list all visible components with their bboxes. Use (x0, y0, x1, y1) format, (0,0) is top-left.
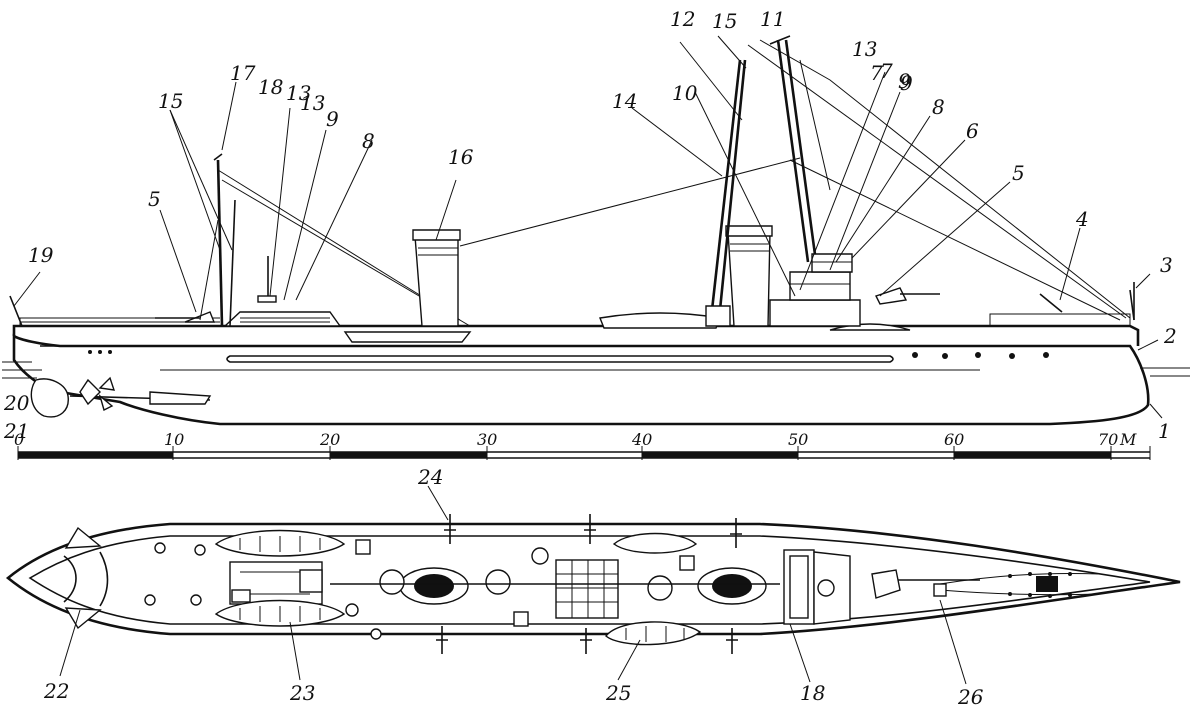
anchor-chains (933, 572, 1101, 598)
callout-23: 23 (289, 681, 315, 705)
side-profile: 1 2 3 4 5 6 7 8 9 10 11 12 13 13 14 15 1… (2, 7, 1190, 443)
callout-10: 10 (672, 81, 698, 105)
plan-davits (436, 514, 742, 654)
callout-9: 9 (898, 69, 911, 93)
scale-unit: M (1119, 430, 1137, 449)
callout-2: 2 (1163, 324, 1177, 348)
scale-tick-20: 20 (319, 430, 340, 449)
callout-17: 17 (230, 61, 256, 85)
callout-12: 12 (670, 7, 695, 31)
deck-outline (5, 522, 1181, 636)
callout-7-fore: 7 (870, 61, 883, 85)
plan-leader-lines (59, 485, 967, 685)
scale-tick-40: 40 (631, 430, 652, 449)
callout-9-aft: 9 (326, 107, 339, 131)
callout-20: 20 (3, 391, 30, 415)
after-funnel (412, 157, 801, 327)
callout-22: 22 (43, 679, 69, 703)
scale-tick-30: 30 (477, 430, 497, 449)
deck-fittings (144, 539, 780, 640)
scale-tick-10: 10 (164, 430, 184, 449)
bridge (769, 253, 861, 327)
plan-boats (214, 529, 702, 646)
callout-7: 7 (880, 59, 893, 83)
callout-19: 19 (28, 243, 54, 267)
callout-13-aft-2: 13 (286, 81, 311, 105)
callout-26: 26 (957, 685, 984, 709)
deck-plan: 22 23 24 25 18 26 (5, 465, 1181, 709)
callout-6: 6 (966, 119, 979, 143)
fore-mast (747, 35, 1131, 321)
plan-funnels (399, 567, 767, 605)
callout-5: 5 (1012, 161, 1025, 185)
scale-bar: 0 10 20 30 40 50 60 70 M (14, 430, 1151, 460)
callout-15-aft: 15 (158, 89, 183, 113)
scale-tick-70: 70 (1098, 430, 1118, 449)
callout-8-aft: 8 (362, 129, 375, 153)
callout-15-fore: 15 (712, 9, 737, 33)
callout-14: 14 (612, 89, 637, 113)
plan-bridge (783, 549, 851, 625)
callout-8: 8 (932, 95, 945, 119)
engine-skylights (555, 559, 619, 619)
water-lines (2, 361, 1190, 379)
scale-tick-0: 0 (14, 430, 24, 449)
callout-11: 11 (760, 7, 785, 31)
fore-funnel (725, 225, 773, 327)
callout-24: 24 (417, 465, 443, 489)
portholes (88, 350, 1049, 359)
callout-13-aft: 13 (300, 91, 325, 115)
callout-5-aft: 5 (148, 187, 161, 211)
callout-18: 18 (258, 75, 283, 99)
callout-21: 21 (3, 419, 29, 443)
callout-4: 4 (1075, 207, 1089, 231)
scale-tick-60: 60 (944, 430, 964, 449)
scale-tick-50: 50 (788, 430, 808, 449)
callout-25: 25 (605, 681, 631, 705)
callout-16: 16 (448, 145, 474, 169)
hull (12, 333, 1150, 426)
propeller-and-rudder (30, 376, 212, 418)
callout-9-fore: 9 (900, 71, 913, 95)
callout-3: 3 (1160, 253, 1173, 277)
leader-lines (13, 35, 1163, 419)
callout-1: 1 (1158, 419, 1171, 443)
callout-18-plan: 18 (800, 681, 825, 705)
callout-13-fore: 13 (852, 37, 877, 61)
